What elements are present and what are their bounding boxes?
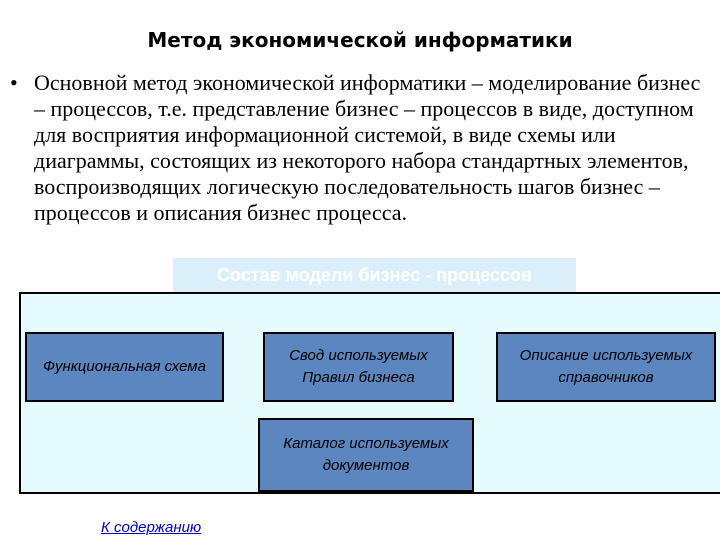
contents-link[interactable]: К содержанию [101,519,202,536]
directories-label: Описание используемых справочников [519,347,693,386]
functional-scheme-label: Функциональная схема [43,358,206,375]
body-paragraph: Основной метод экономической информатики… [34,70,701,225]
directories-box: Описание используемых справочников [496,332,716,402]
documents-catalog-box: Каталог используемых документов [258,418,474,492]
business-rules-label: Свод используемых Правил бизнеса [289,347,428,386]
model-section-title: Состав модели бизнес - процессов [173,258,576,292]
documents-catalog-label: Каталог используемых документов [283,435,449,474]
business-rules-box: Свод используемых Правил бизнеса [263,332,454,402]
bullet-marker: • [10,70,18,95]
functional-scheme-box: Функциональная схема [25,332,224,402]
slide-title: Метод экономической информатики [147,28,573,52]
